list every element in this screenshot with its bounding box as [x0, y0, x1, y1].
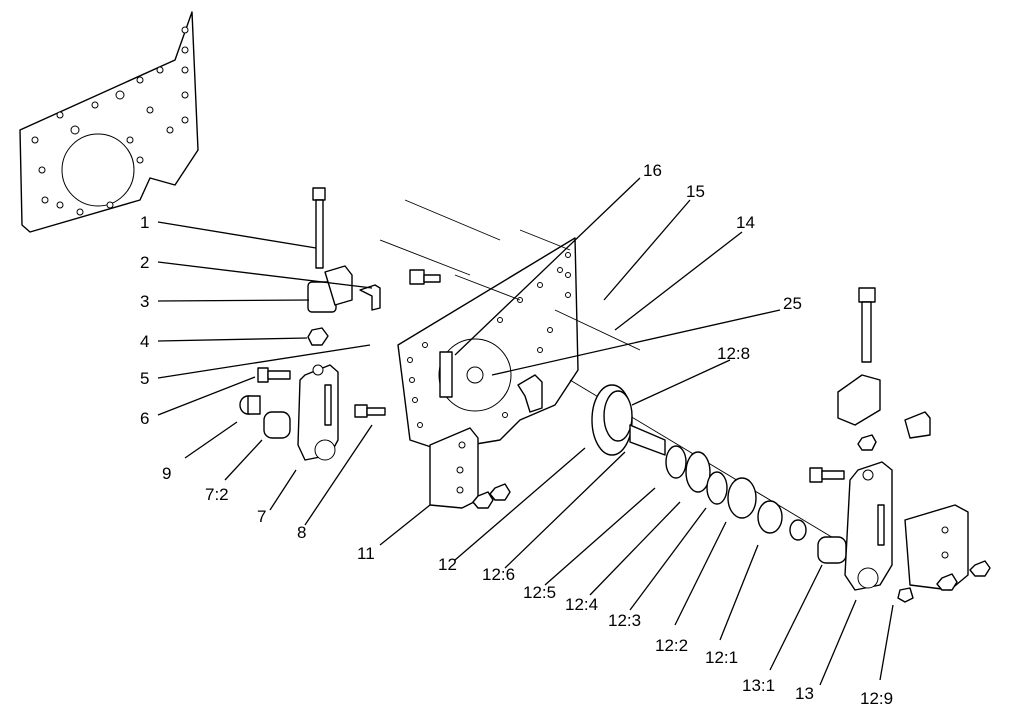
callout-4: 4 — [140, 332, 150, 351]
callout-15: 15 — [686, 182, 705, 201]
callout-12-2: 12:2 — [655, 636, 689, 655]
callout-12-8: 12:8 — [717, 344, 751, 363]
callout-12-6: 12:6 — [482, 565, 516, 584]
callout-6: 6 — [140, 409, 150, 428]
callout-8: 8 — [297, 523, 307, 542]
callout-7-2: 7:2 — [205, 485, 229, 504]
callout-12-4: 12:4 — [565, 595, 599, 614]
callout-7: 7 — [257, 507, 267, 526]
callout-12-9: 12:9 — [860, 689, 894, 708]
callout-25: 25 — [783, 294, 802, 313]
shaft-assembly — [569, 379, 871, 564]
callout-3: 3 — [140, 292, 150, 311]
left-assembly — [239, 187, 511, 509]
callout-9: 9 — [162, 464, 172, 483]
callout-2: 2 — [140, 253, 150, 272]
right-assembly — [809, 287, 991, 603]
callout-13-1: 13:1 — [742, 676, 776, 695]
callout-5: 5 — [140, 369, 150, 388]
main-frame-plate — [379, 199, 641, 451]
callout-12-1: 12:1 — [705, 648, 739, 667]
callout-14: 14 — [736, 213, 755, 232]
callout-1: 1 — [140, 213, 150, 232]
side-plate-top-left — [19, 11, 199, 233]
callout-13: 13 — [795, 684, 814, 703]
callout-12-3: 12:3 — [608, 611, 642, 630]
callout-12-5: 12:5 — [523, 583, 557, 602]
callout-16: 16 — [643, 161, 662, 180]
leader-lines — [157, 177, 894, 686]
callout-12: 12 — [438, 555, 457, 574]
callout-11: 11 — [357, 544, 375, 563]
